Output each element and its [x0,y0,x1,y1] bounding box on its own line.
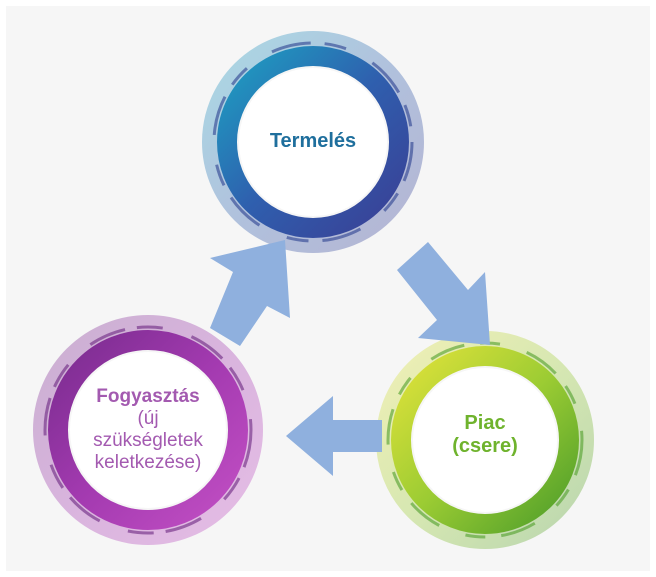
production-label: Termelés [269,130,357,152]
market-title: Piac [464,412,506,434]
market-subtitle: (csere) [452,435,518,457]
consumption-ring [33,315,263,545]
consumption-line-2: (új [137,407,159,429]
market-label: Piac (csere) [410,412,560,458]
consumption-title: Fogyasztás [96,386,200,407]
market-ring [376,331,594,549]
arrow-market-to-consumption [286,396,382,476]
consumption-label: Fogyasztás (új szükségletek keletkezése) [60,386,236,473]
consumption-line-4: keletkezése) [94,451,202,473]
production-ring [202,31,424,253]
arrow-production-to-market [397,242,490,345]
arrow-consumption-to-production [210,240,290,346]
consumption-line-3: szükségletek [93,429,203,451]
